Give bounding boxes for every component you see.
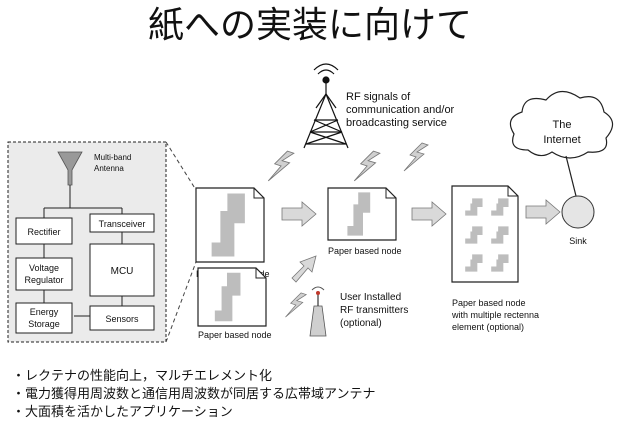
user-tx-label-1: User Installed	[340, 292, 401, 303]
flow-arrows	[281, 199, 561, 283]
internet-cloud-icon: The Internet	[509, 90, 614, 159]
rf-signals-label-2: communication and/or	[346, 104, 455, 116]
voltage-regulator-label-2: Regulator	[24, 275, 63, 285]
paper-node-multi: Paper based node with multiple rectenna …	[451, 185, 539, 332]
node-module: Multi-band Antenna Rectifier Voltage Reg…	[7, 141, 167, 343]
rf-bolt-icon	[285, 292, 307, 318]
voltage-regulator-box	[15, 257, 73, 291]
bullet-list: ・レクテナの性能向上，マルチエレメント化 ・電力獲得用周波数と通信用周波数が同居…	[12, 368, 375, 422]
multi-node-label-1: Paper based node	[452, 298, 526, 308]
rf-bolt-icon	[353, 150, 381, 182]
paper-node-2-label: Paper based node	[198, 330, 272, 340]
arrow-multi-to-sink	[525, 199, 561, 225]
voltage-regulator-label-1: Voltage	[29, 263, 59, 273]
user-tx-label-2: RF transmitters	[340, 305, 408, 316]
antenna-icon	[57, 151, 83, 186]
user-transmitter-icon	[309, 286, 327, 337]
transceiver-label: Transceiver	[99, 219, 146, 229]
paper-node-3: Paper based node	[327, 187, 402, 256]
arrow-node2-to-node3	[291, 255, 317, 283]
energy-storage-label-1: Energy	[30, 307, 59, 317]
rf-bolt-icon	[267, 150, 295, 182]
cloud-to-sink-line	[565, 155, 577, 197]
rectifier-label: Rectifier	[27, 227, 60, 237]
cloud-label-2: Internet	[543, 134, 580, 146]
zoom-lines	[165, 141, 197, 343]
mcu-label: MCU	[111, 266, 134, 277]
rectifier-box	[15, 217, 73, 245]
arrow-node3-to-multi	[411, 201, 447, 227]
slide-title: 紙への実装に向けて	[147, 5, 472, 46]
sink-node	[561, 195, 595, 229]
cloud-label-1: The	[553, 119, 572, 131]
antenna-label-2: Antenna	[94, 164, 124, 173]
multi-node-label-3: element (optional)	[452, 322, 524, 332]
energy-storage-label-2: Storage	[28, 319, 60, 329]
module-wiring	[43, 185, 123, 317]
paper-node-1: Paper based node	[195, 187, 270, 279]
energy-storage-box	[15, 302, 73, 334]
transceiver-box	[89, 213, 155, 233]
rf-signals-label-1: RF signals of	[346, 91, 411, 103]
mcu-box	[89, 243, 155, 297]
broadcast-tower-icon	[303, 63, 349, 149]
multi-node-label-2: with multiple rectenna	[451, 310, 539, 320]
bullet-item: ・大面積を活かしたアプリケーション	[12, 405, 233, 420]
paper-node-2: Paper based node	[197, 267, 272, 340]
bullet-item: ・電力獲得用周波数と通信用周波数が同居する広帯域アンテナ	[12, 387, 376, 402]
paper-node-3-label: Paper based node	[328, 246, 402, 256]
bullet-item: ・レクテナの性能向上，マルチエレメント化	[12, 369, 273, 384]
user-tx-label-3: (optional)	[340, 318, 382, 329]
antenna-label-1: Multi-band	[94, 153, 131, 162]
rf-bolt-icon	[403, 142, 429, 172]
sensors-box	[89, 305, 155, 331]
rf-signals-label-3: broadcasting service	[346, 117, 447, 129]
arrow-node1-to-node3	[281, 201, 317, 227]
sink-label: Sink	[569, 236, 587, 246]
sensors-label: Sensors	[105, 314, 139, 324]
